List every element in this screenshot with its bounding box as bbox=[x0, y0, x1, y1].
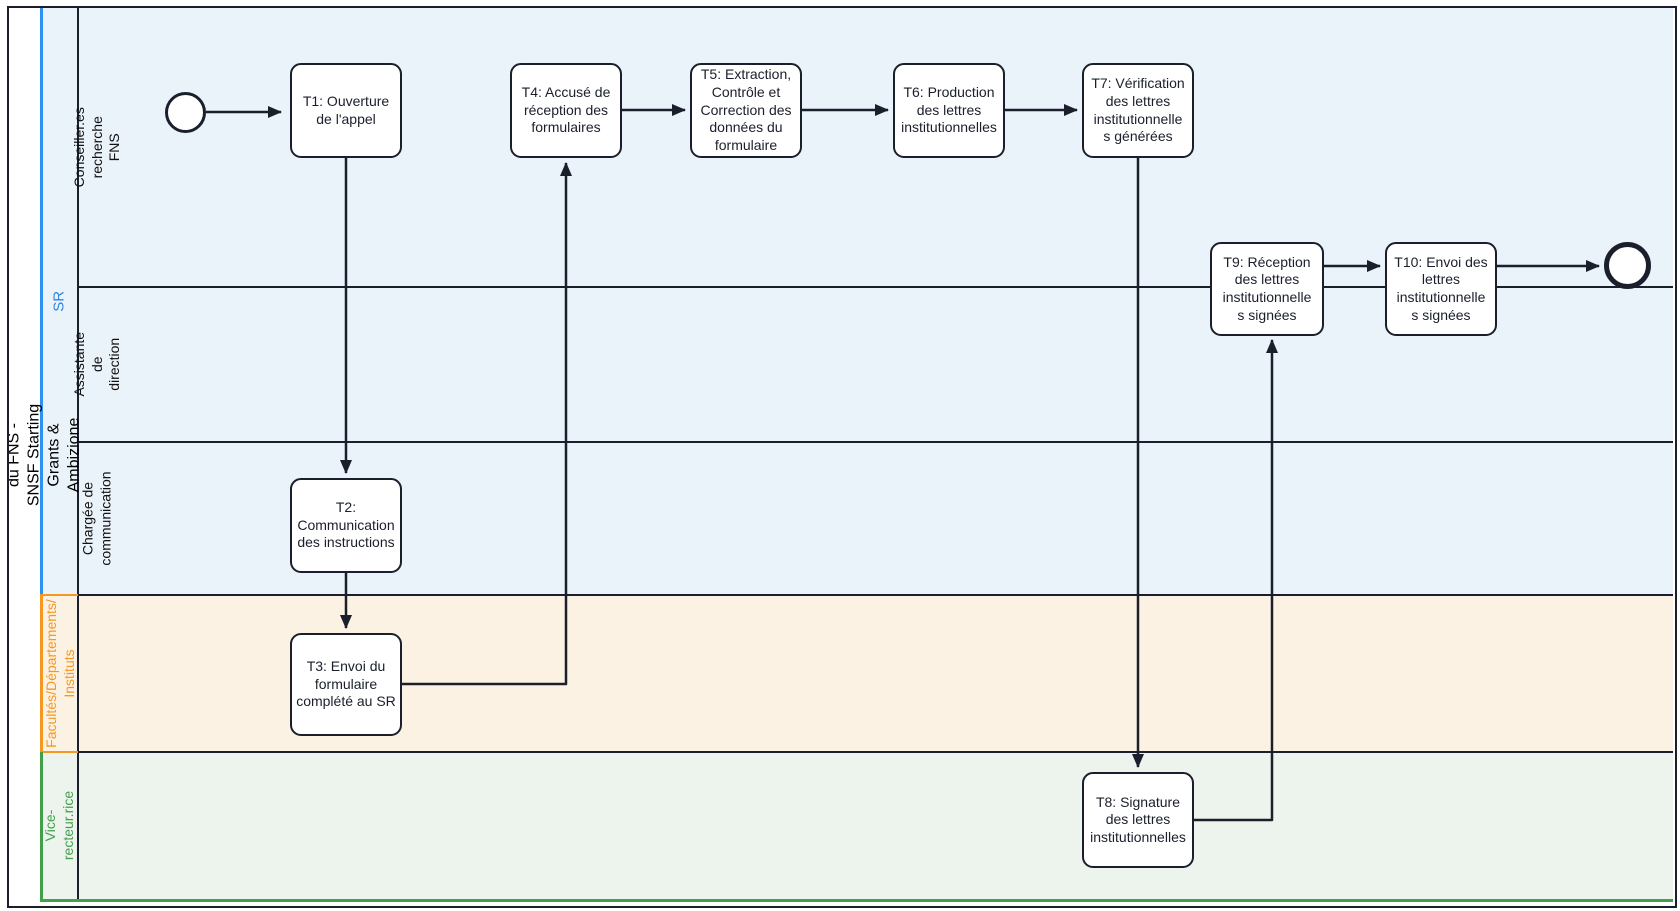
task-t8[interactable]: T8: Signature des lettres institutionnel… bbox=[1082, 772, 1194, 868]
task-t6[interactable]: T6: Production des lettres institutionne… bbox=[893, 63, 1005, 158]
pool-vice-recteur-background bbox=[41, 752, 1673, 902]
end-event-circle[interactable] bbox=[1604, 242, 1651, 289]
start-event-circle[interactable] bbox=[165, 92, 206, 133]
lane-label-chargee[interactable]: Chargée de communication bbox=[79, 471, 114, 566]
pool-facultes-border-top bbox=[40, 594, 78, 596]
task-t7[interactable]: T7: Vérification des lettres institution… bbox=[1082, 63, 1194, 158]
lane-label-assistante[interactable]: Assistante de direction bbox=[70, 332, 122, 397]
pool-facultes-border-bottom bbox=[40, 751, 78, 753]
pool-vice-border bbox=[40, 752, 43, 900]
pool-divider-sr-facultes bbox=[77, 594, 1673, 596]
lane-label-conseiller[interactable]: Conseiller.es recherche FNS bbox=[70, 106, 122, 188]
task-t3[interactable]: T3: Envoi du formulaire complété au SR bbox=[290, 633, 402, 736]
task-t10[interactable]: T10: Envoi des lettres institutionnelle … bbox=[1385, 242, 1497, 336]
task-t1[interactable]: T1: Ouverture de l'appel bbox=[290, 63, 402, 158]
pool-sr-border bbox=[40, 8, 43, 595]
lane-divider-conseiller-assistante bbox=[77, 286, 1673, 288]
pool-label-facultes[interactable]: Facultés/Départements/ Instituts bbox=[42, 598, 77, 748]
task-t2[interactable]: T2: Communication des instructions bbox=[290, 478, 402, 573]
pool-divider-facultes-vice bbox=[77, 751, 1673, 753]
task-t5[interactable]: T5: Extraction, Contrôle et Correction d… bbox=[690, 63, 802, 158]
pool-label-vice-recteur[interactable]: Vice-recteur.rice bbox=[42, 790, 77, 861]
pool-facultes-border bbox=[40, 595, 43, 752]
flow-t3-t4[interactable] bbox=[402, 162, 572, 686]
label-column-divider bbox=[77, 8, 79, 902]
diagram-title[interactable]: Lettres institutionnelles du FNS - SNSF … bbox=[0, 400, 83, 510]
flow-t8-t9[interactable] bbox=[1194, 339, 1278, 822]
pool-vice-border-bottom bbox=[40, 899, 1673, 902]
task-t4[interactable]: T4: Accusé de réception des formulaires bbox=[510, 63, 622, 158]
lane-divider-assistante-chargee bbox=[77, 441, 1673, 443]
task-t9[interactable]: T9: Réception des lettres institutionnel… bbox=[1210, 242, 1324, 336]
pool-label-sr[interactable]: SR bbox=[50, 291, 68, 312]
